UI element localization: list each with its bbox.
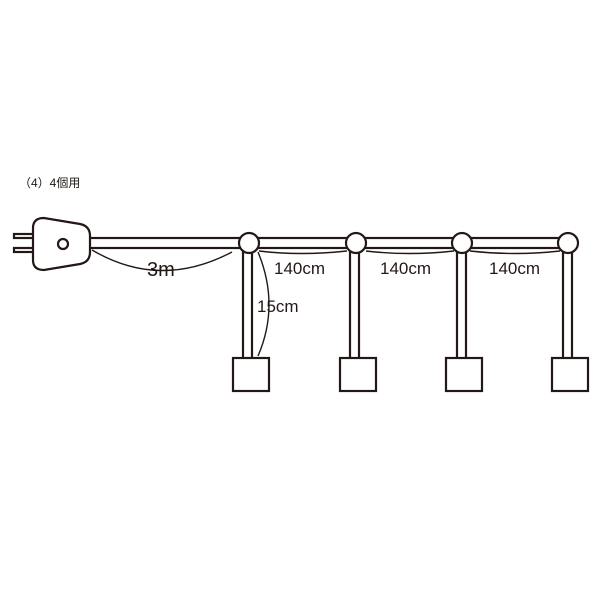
junction-node-2 (344, 231, 368, 255)
spacing-label-2: 140cm (380, 259, 431, 278)
spacing-arc-3 (469, 250, 561, 255)
cord-length-label: 3m (147, 259, 175, 281)
socket-1 (231, 356, 271, 393)
drop-cord-2 (348, 243, 361, 362)
diagram-caption: （4）4個用 (19, 176, 80, 190)
socket-3 (444, 356, 484, 393)
spacing-label-1: 140cm (274, 259, 325, 278)
junction-node-4 (556, 231, 580, 255)
drop-cord-1 (241, 243, 254, 362)
spacing-label-3: 140cm (489, 259, 540, 278)
spacing-arc-2 (365, 250, 455, 255)
junction-node-1 (237, 231, 261, 255)
junction-node-3 (450, 231, 474, 255)
drop-cord-3 (455, 243, 468, 362)
plug-screw (56, 237, 70, 251)
spacing-arc-1 (258, 250, 348, 255)
main-cord (83, 236, 573, 250)
junctions (237, 231, 580, 255)
drop-length-label: 15cm (257, 297, 299, 316)
dimension-arcs (91, 249, 561, 357)
socket-4 (550, 356, 590, 393)
socket-2 (338, 356, 378, 393)
plug (12, 216, 92, 272)
sockets (231, 356, 590, 393)
cord-length-arc (91, 249, 233, 272)
drop-length-arc (257, 251, 270, 357)
drop-cord-4 (561, 243, 574, 362)
